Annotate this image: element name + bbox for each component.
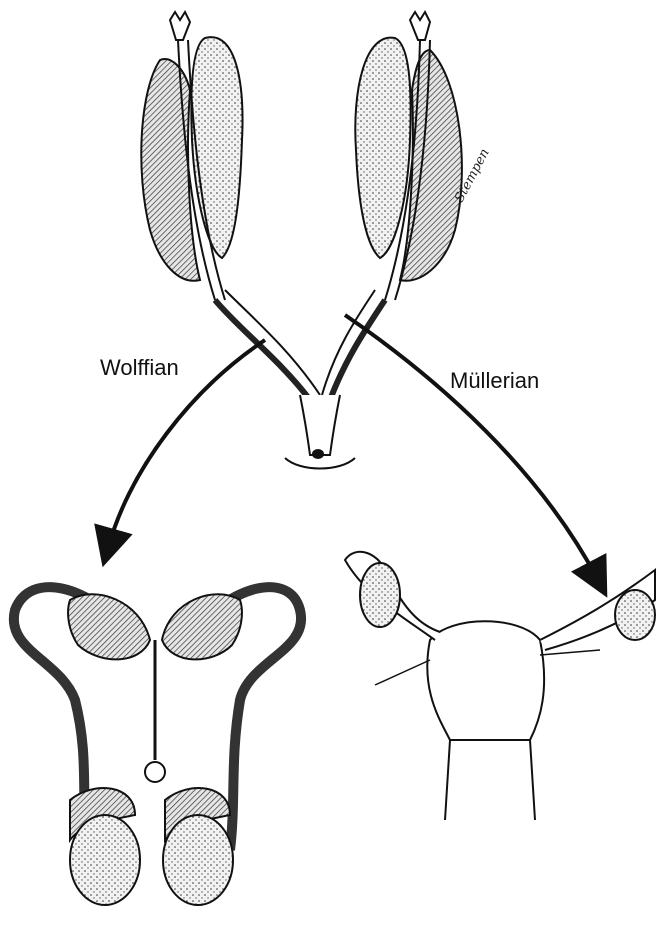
left-testis [70, 815, 140, 905]
mullerian-label: Müllerian [450, 368, 539, 394]
sinus-opening [313, 450, 323, 458]
wolffian-label: Wolffian [100, 355, 179, 381]
uterus-body [427, 621, 544, 740]
left-ligament [375, 660, 430, 685]
female-derivatives [345, 552, 655, 820]
left-duct-pair [215, 300, 310, 400]
prostatic-urethra [145, 762, 165, 782]
mullerian-arrow [345, 315, 598, 580]
male-derivatives [14, 587, 301, 905]
right-ligament [540, 650, 600, 655]
right-testis [163, 815, 233, 905]
indifferent-stage [141, 12, 462, 469]
urogenital-sinus [300, 395, 340, 455]
left-gonad [191, 37, 242, 258]
left-ovary [360, 563, 400, 627]
left-fimbria [170, 12, 190, 40]
left-seminal-vesicle [68, 594, 150, 659]
right-seminal-vesicle [162, 594, 242, 659]
right-ovary [615, 590, 655, 640]
right-fimbria [410, 12, 430, 40]
cervix [445, 740, 535, 820]
